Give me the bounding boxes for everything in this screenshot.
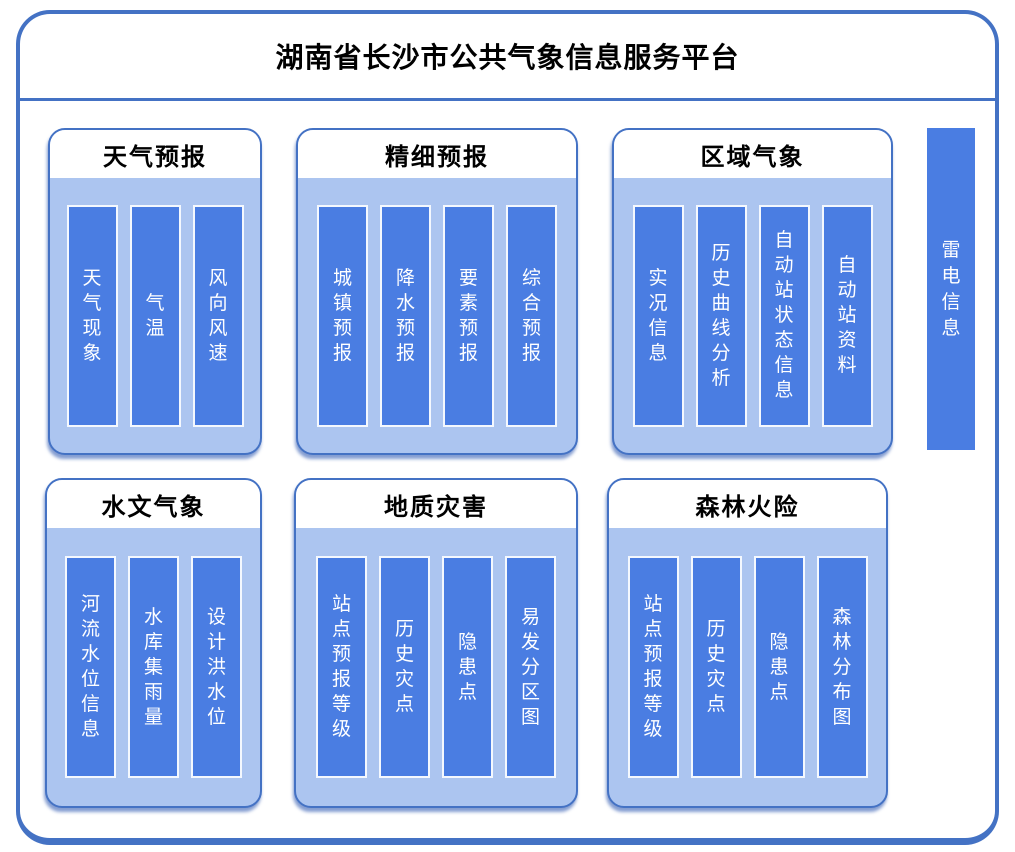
- item-auto-station-status-info: 自动站状态信息: [758, 204, 810, 427]
- item-historical-disaster-points: 历史灾点: [379, 556, 430, 778]
- item-station-forecast-level-fire: 站点预报等级: [627, 556, 679, 778]
- item-forest-distribution-map: 森林分布图: [816, 556, 868, 778]
- item-weather-phenomena-label: 天气现象: [82, 266, 102, 364]
- item-station-forecast-level: 站点预报等级: [316, 556, 367, 778]
- item-hidden-danger-points-fire: 隐患点: [753, 556, 805, 778]
- panel-hydrological-meteorology-body: 河流水位信息 水库集雨量 设计洪水位: [47, 528, 260, 806]
- item-reservoir-rainfall: 水库集雨量: [128, 556, 179, 778]
- panel-regional-meteorology-title: 区域气象: [614, 130, 891, 178]
- panel-geological-disaster: 地质灾害 站点预报等级 历史灾点 隐患点 易发分区图: [294, 478, 578, 808]
- item-town-forecast: 城镇预报: [317, 204, 368, 427]
- item-auto-station-status-info-label: 自动站状态信息: [774, 229, 794, 401]
- lightning-info-bar: 雷电信息: [927, 128, 975, 450]
- item-station-forecast-level-fire-label: 站点预报等级: [643, 593, 663, 740]
- panel-geological-disaster-body: 站点预报等级 历史灾点 隐患点 易发分区图: [296, 528, 576, 806]
- title-band: 湖南省长沙市公共气象信息服务平台: [20, 14, 995, 101]
- item-precipitation-forecast: 降水预报: [380, 204, 431, 427]
- panel-weather-forecast-body: 天气现象 气温 风向风速: [50, 178, 260, 453]
- panel-geological-disaster-title: 地质灾害: [296, 480, 576, 528]
- panel-forest-fire-risk-title: 森林火险: [609, 480, 886, 528]
- panel-hydrological-meteorology-title: 水文气象: [47, 480, 260, 528]
- item-historical-disaster-points-label: 历史灾点: [394, 618, 414, 715]
- item-historical-disaster-points-fire-label: 历史灾点: [706, 618, 726, 715]
- item-river-water-level-info: 河流水位信息: [65, 556, 116, 778]
- item-prone-area-zoning-map-label: 易发分区图: [520, 605, 540, 728]
- item-weather-phenomena: 天气现象: [66, 204, 118, 427]
- item-auto-station-data: 自动站资料: [821, 204, 873, 427]
- panel-forest-fire-risk-body: 站点预报等级 历史灾点 隐患点 森林分布图: [609, 528, 886, 806]
- item-temperature: 气温: [129, 204, 181, 427]
- item-element-forecast: 要素预报: [443, 204, 494, 427]
- panel-fine-forecast-title: 精细预报: [298, 130, 576, 178]
- item-historical-disaster-points-fire: 历史灾点: [690, 556, 742, 778]
- item-hidden-danger-points: 隐患点: [442, 556, 493, 778]
- item-comprehensive-forecast-label: 综合预报: [521, 266, 541, 364]
- panel-hydrological-meteorology: 水文气象 河流水位信息 水库集雨量 设计洪水位: [45, 478, 262, 808]
- platform-frame: 湖南省长沙市公共气象信息服务平台 天气预报 天气现象 气温 风向风速 精细预报 …: [16, 10, 999, 845]
- panel-weather-forecast-title: 天气预报: [50, 130, 260, 178]
- item-station-forecast-level-label: 站点预报等级: [331, 593, 351, 740]
- item-prone-area-zoning-map: 易发分区图: [505, 556, 556, 778]
- item-live-information: 实况信息: [632, 204, 684, 427]
- item-forest-distribution-map-label: 森林分布图: [832, 605, 852, 728]
- panel-forest-fire-risk: 森林火险 站点预报等级 历史灾点 隐患点 森林分布图: [607, 478, 888, 808]
- item-precipitation-forecast-label: 降水预报: [395, 266, 415, 364]
- page-title: 湖南省长沙市公共气象信息服务平台: [275, 41, 740, 74]
- item-design-flood-level-label: 设计洪水位: [206, 605, 226, 728]
- item-reservoir-rainfall-label: 水库集雨量: [143, 605, 163, 728]
- item-live-information-label: 实况信息: [648, 266, 668, 364]
- item-town-forecast-label: 城镇预报: [332, 266, 352, 364]
- panel-weather-forecast: 天气预报 天气现象 气温 风向风速: [48, 128, 262, 455]
- item-history-curve-analysis-label: 历史曲线分析: [711, 241, 731, 389]
- panel-regional-meteorology-body: 实况信息 历史曲线分析 自动站状态信息 自动站资料: [614, 178, 891, 453]
- item-element-forecast-label: 要素预报: [458, 266, 478, 364]
- item-wind-direction-speed-label: 风向风速: [208, 266, 228, 364]
- item-hidden-danger-points-label: 隐患点: [457, 630, 477, 703]
- item-auto-station-data-label: 自动站资料: [837, 254, 857, 376]
- item-history-curve-analysis: 历史曲线分析: [695, 204, 747, 427]
- panel-regional-meteorology: 区域气象 实况信息 历史曲线分析 自动站状态信息 自动站资料: [612, 128, 893, 455]
- item-comprehensive-forecast: 综合预报: [506, 204, 557, 427]
- lightning-info-label: 雷电信息: [941, 239, 961, 339]
- panel-fine-forecast: 精细预报 城镇预报 降水预报 要素预报 综合预报: [296, 128, 578, 455]
- item-river-water-level-info-label: 河流水位信息: [80, 593, 100, 740]
- item-temperature-label: 气温: [145, 291, 165, 339]
- item-hidden-danger-points-fire-label: 隐患点: [769, 630, 789, 703]
- panel-fine-forecast-body: 城镇预报 降水预报 要素预报 综合预报: [298, 178, 576, 453]
- item-wind-direction-speed: 风向风速: [192, 204, 244, 427]
- item-design-flood-level: 设计洪水位: [191, 556, 242, 778]
